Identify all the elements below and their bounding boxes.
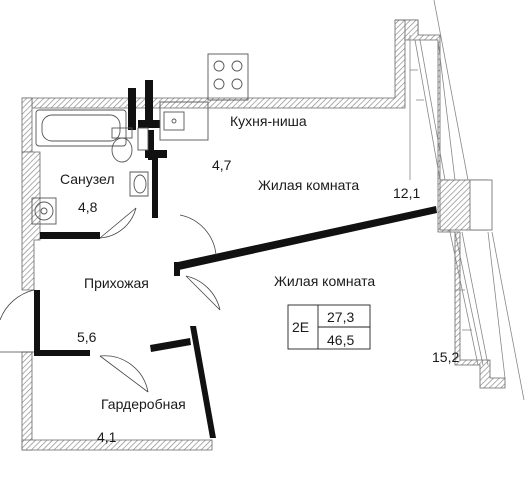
room-area-living-main: 15,2 <box>432 349 459 365</box>
stove-burner <box>213 60 225 72</box>
toilet-bowl <box>111 137 133 163</box>
fixtures <box>31 53 249 225</box>
sink-counter <box>129 171 149 197</box>
left-bottom-wall <box>21 351 33 451</box>
living-area-value: 27,3 <box>327 309 354 325</box>
room-name-kitchen: Кухня-ниша <box>230 113 307 129</box>
bathroom-door <box>99 207 137 239</box>
bath-wall-right <box>152 158 158 218</box>
room-area-hallway: 5,6 <box>77 329 97 345</box>
room-labels: Кухня-ниша 4,7 Жилая комната 12,1 Санузе… <box>60 113 459 445</box>
door-swings <box>0 207 221 393</box>
window-line <box>449 231 479 366</box>
sink-bowl <box>133 174 147 194</box>
living-door-bottom <box>185 275 221 311</box>
left-upper-wall <box>21 97 33 153</box>
living-divider <box>178 206 437 270</box>
balcony-line <box>433 0 469 181</box>
left-lower-wall <box>21 151 41 291</box>
wardrobe-wall-right <box>190 326 216 438</box>
window-line <box>419 39 446 181</box>
total-area-value: 46,5 <box>327 332 354 348</box>
wardrobe-wall-left <box>34 350 90 356</box>
divider-stub <box>174 262 180 276</box>
kitchen-partition-left <box>128 88 136 130</box>
window-line <box>461 231 489 366</box>
room-area-living-top: 12,1 <box>393 185 420 201</box>
bath-wall-bottom <box>40 232 100 239</box>
living-door-top <box>179 214 217 256</box>
washing-machine-drum <box>34 201 54 221</box>
washing-machine <box>31 197 57 225</box>
washing-machine-core <box>40 207 48 215</box>
window-line <box>414 39 441 181</box>
stove-burner <box>213 78 225 90</box>
rooms-code: 2Е <box>292 319 309 335</box>
kitchen-sink <box>163 111 185 131</box>
bathroom-door-leaf <box>99 207 137 239</box>
entry-wall <box>34 290 40 352</box>
column-inner <box>469 179 493 231</box>
wardrobe-wall-top <box>150 338 191 352</box>
window-line <box>454 231 484 366</box>
exterior-walls <box>21 19 506 451</box>
kitchen-sink-drain <box>171 118 177 124</box>
room-name-bathroom: Санузел <box>60 171 115 187</box>
kitchen-counter <box>159 101 209 141</box>
top-wall <box>22 19 419 109</box>
wardrobe-door <box>99 355 149 393</box>
kitchen-partition-right <box>145 80 153 120</box>
stove-burner <box>231 60 243 72</box>
room-area-kitchen: 4,7 <box>212 157 232 173</box>
bathtub-inner <box>41 114 121 142</box>
room-area-bathroom: 4,8 <box>78 199 98 215</box>
room-area-wardrobe: 4,1 <box>97 429 117 445</box>
bottom-wall <box>21 439 213 451</box>
shaft-bottom <box>145 150 167 158</box>
stove <box>207 53 249 101</box>
shaft-mid <box>148 130 154 160</box>
room-name-hallway: Прихожая <box>84 275 149 291</box>
partitions <box>34 80 437 438</box>
area-summary-box: 2Е 27,3 46,5 <box>287 304 371 350</box>
wardrobe-door-leaf <box>99 355 149 393</box>
window-line <box>487 231 506 379</box>
shaft-box <box>137 127 149 151</box>
stove-burner <box>231 78 243 90</box>
room-name-living-main: Жилая комната <box>274 273 375 289</box>
room-name-wardrobe: Гардеробная <box>101 396 186 412</box>
living-door-leaf <box>185 275 221 311</box>
room-name-living-top: Жилая комната <box>258 177 359 193</box>
balcony-line <box>491 231 525 401</box>
entrance-door <box>0 289 35 321</box>
shaft-top <box>138 120 160 128</box>
window-line <box>437 39 456 181</box>
facade-windows <box>409 0 525 401</box>
